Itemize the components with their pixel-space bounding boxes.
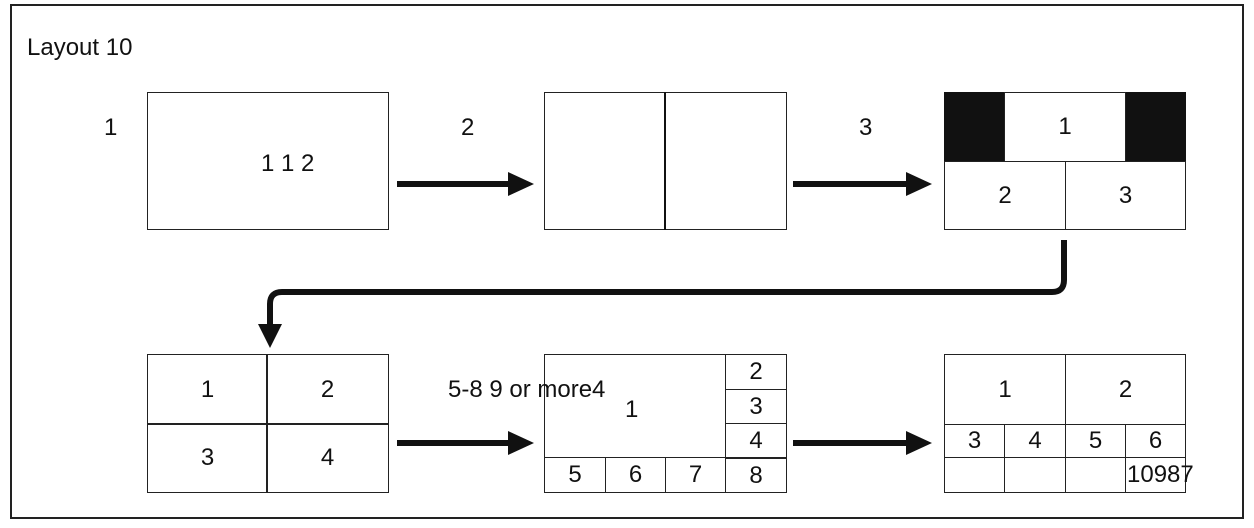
layout-box-5-main-label: 1 <box>625 396 639 423</box>
arrow-right-icon <box>397 172 534 196</box>
arrow-down-curved-icon <box>258 240 1067 348</box>
layout-box-6-bottom-text: 10987 <box>1127 461 1194 488</box>
arrow-right-icon <box>793 431 932 455</box>
layout-box-2 <box>544 92 787 230</box>
step-label-3: 3 <box>859 114 873 141</box>
layout-box-5-overlay-text: 5-8 9 or more4 <box>448 376 606 403</box>
diagram-frame <box>10 4 1244 519</box>
diagram-title: Layout 10 <box>27 34 133 61</box>
layout-box-1 <box>147 92 389 230</box>
step-label-1: 1 <box>104 114 118 141</box>
layout-box-3-bottom-right: 3 <box>1065 161 1186 230</box>
layout-box-3-bar-right <box>1125 92 1186 161</box>
layout-box-4-cell-1: 1 <box>147 354 268 425</box>
layout-box-5-bottom-4: 8 <box>725 457 787 493</box>
arrow-right-icon <box>397 431 534 455</box>
layout-box-4-cell-3: 3 <box>147 423 268 493</box>
layout-box-4-cell-4: 4 <box>266 423 389 493</box>
step-label-2: 2 <box>461 114 475 141</box>
layout-box-6-bottom-4 <box>1125 457 1186 493</box>
layout-box-1-label: 1 1 2 <box>261 150 315 177</box>
layout-box-4-cell-2: 2 <box>266 354 389 425</box>
arrow-right-icon <box>793 172 932 196</box>
layout-box-2-divider <box>664 92 666 230</box>
layout-box-3-bar-left <box>944 92 1005 161</box>
